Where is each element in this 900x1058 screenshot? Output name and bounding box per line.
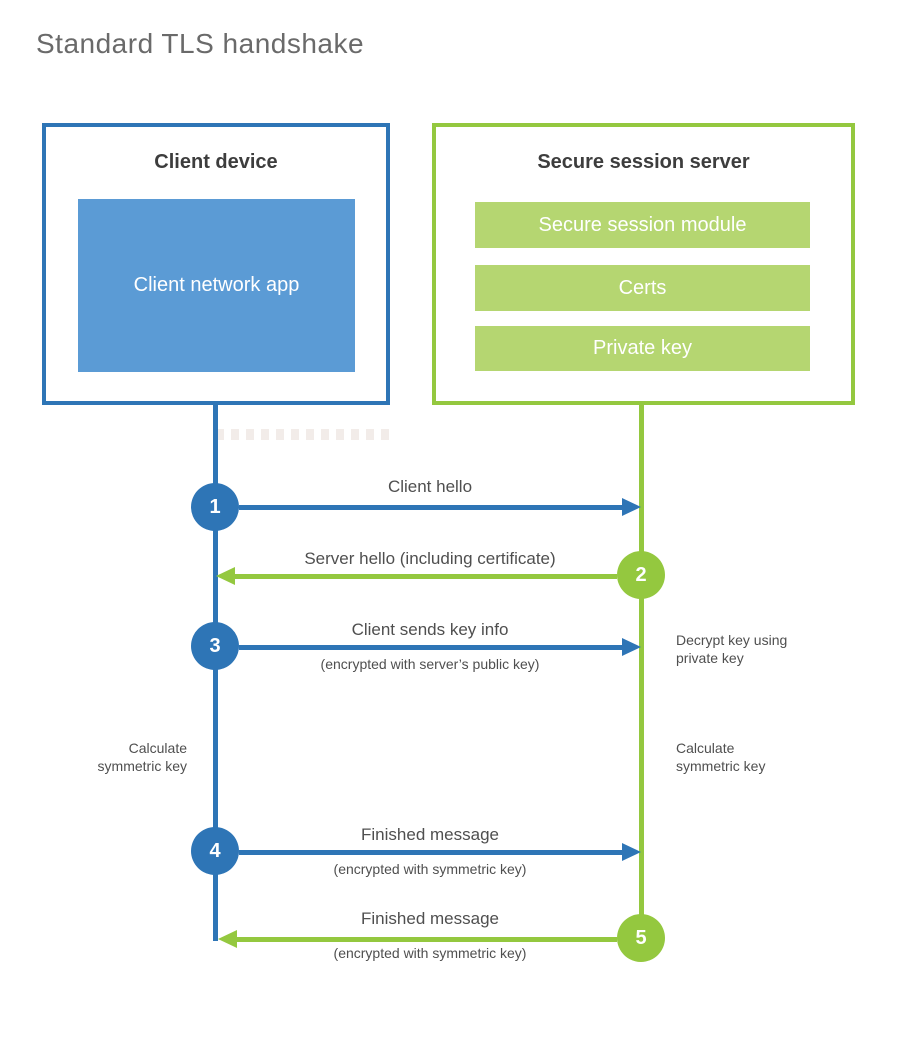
step-3-badge: 3 [191, 622, 239, 670]
step-1-badge: 1 [191, 483, 239, 531]
step-4-badge: 4 [191, 827, 239, 875]
arrow-5-line [237, 937, 617, 942]
arrow-5-left-arrowhead-icon [218, 930, 237, 948]
message-1-label: Client hello [387, 477, 473, 496]
arrow-3-line [239, 645, 622, 650]
step-5-badge: 5 [617, 914, 665, 962]
client-network-app-label: Client network app [133, 274, 300, 296]
message-2-label: Server hello (including certificate) [304, 549, 556, 568]
step-2-badge: 2 [617, 551, 665, 599]
message-5-label: Finished message [361, 909, 499, 928]
secure-session-module-block: Secure session module [475, 202, 810, 248]
decrypt-key-note: Decrypt key using private key [676, 632, 788, 667]
faint-dashed-artifact [216, 429, 394, 440]
message-3-label: Client sends key info [351, 620, 509, 639]
message-3-sublabel: (encrypted with server’s public key) [320, 656, 540, 672]
secure-session-server-title: Secure session server [537, 151, 750, 173]
message-4-sublabel: (encrypted with symmetric key) [333, 861, 527, 877]
arrow-1-right-arrowhead-icon [622, 498, 641, 516]
secure-session-server-box: Secure session server Secure session mod… [432, 123, 855, 405]
private-key-block: Private key [475, 326, 810, 371]
arrow-2-line [235, 574, 617, 579]
message-4-label: Finished message [361, 825, 499, 844]
page-title: Standard TLS handshake [36, 28, 365, 59]
client-network-app-block: Client network app [78, 199, 355, 372]
arrow-4-right-arrowhead-icon [622, 843, 641, 861]
arrow-1-line [239, 505, 622, 510]
arrow-4-line [239, 850, 622, 855]
arrow-2-left-arrowhead-icon [216, 567, 235, 585]
arrow-3-right-arrowhead-icon [622, 638, 641, 656]
certs-block: Certs [475, 265, 810, 311]
client-device-box: Client device Client network app [42, 123, 390, 405]
client-device-title: Client device [154, 151, 278, 173]
calculate-symmetric-key-note-server: Calculate symmetric key [676, 740, 766, 775]
calculate-symmetric-key-note-client: Calculate symmetric key [97, 740, 187, 775]
server-lifeline [639, 403, 644, 938]
message-5-sublabel: (encrypted with symmetric key) [333, 945, 527, 961]
client-lifeline [213, 403, 218, 941]
